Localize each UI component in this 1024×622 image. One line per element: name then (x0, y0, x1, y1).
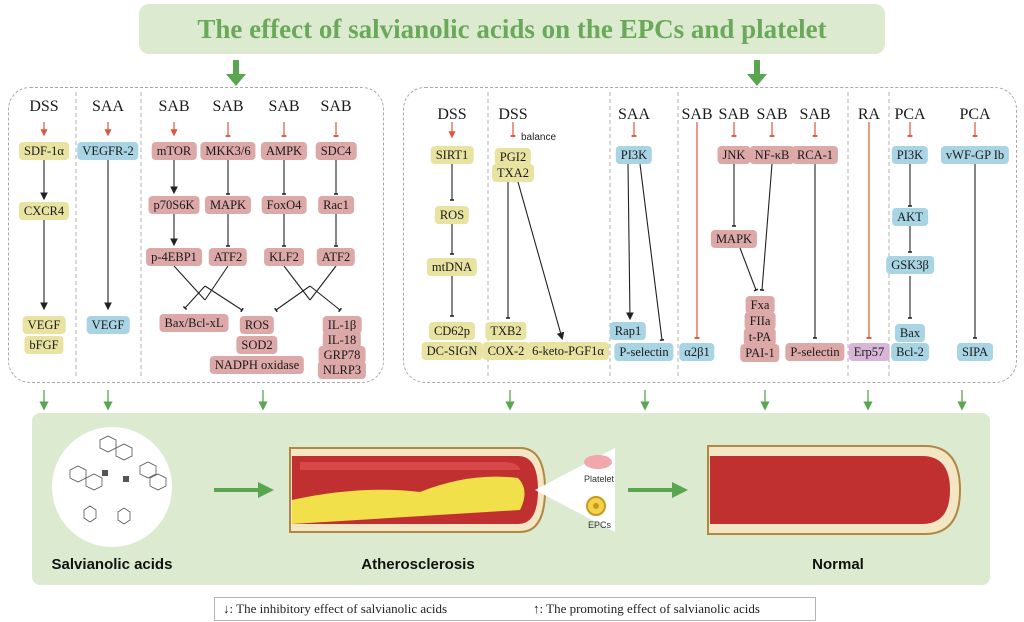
node-pselectin-1: P-selectin (614, 343, 674, 361)
plt-header-sab-4: SAB (799, 106, 831, 123)
node-bax-bclxl: Bax/Bcl-xL (159, 314, 229, 332)
node-foxo4: FoxO4 (261, 196, 307, 214)
normal-label: Normal (812, 556, 864, 573)
molecule-dot (123, 476, 129, 482)
platelet-shape (584, 455, 612, 469)
node-6-keto: 6-keto-PGF1α (527, 342, 609, 360)
plt-header-sab-3: SAB (756, 106, 788, 123)
legend-promoting: ↑: The promoting effect of salvianolic a… (533, 601, 760, 616)
node-cxcr4: CXCR4 (18, 202, 70, 220)
node-mtor: mTOR (151, 142, 197, 160)
plt-header-dss-2: DSS (498, 106, 528, 123)
epc-panel (8, 87, 384, 383)
node-il1b: IL-1β (322, 316, 362, 334)
epc-header-sab-3: SAB (268, 98, 300, 115)
node-bax: Bax (894, 324, 926, 342)
node-a2b1: α2β1 (679, 343, 715, 361)
node-cox2: COX-2 (482, 342, 530, 360)
node-nfkb: NF-κB (749, 146, 795, 164)
node-akt: AKT (892, 208, 928, 226)
node-rca1: RCA-1 (791, 146, 839, 164)
normal-vessel (707, 445, 962, 535)
balance-note: balance (521, 132, 557, 143)
node-pai1: PAI-1 (740, 344, 780, 362)
epc-header-sab-2: SAB (212, 98, 244, 115)
node-erp57: Erp57 (848, 343, 890, 361)
node-nadph: NADPH oxidase (209, 356, 305, 374)
platelet-label: Platelet (584, 474, 615, 484)
node-sirt1: SIRT1 (430, 146, 474, 164)
node-ros-1: ROS (239, 316, 275, 334)
plt-header-sab-1: SAB (681, 106, 713, 123)
node-mtdna: mtDNA (426, 258, 478, 276)
node-dcsign: DC-SIGN (421, 342, 483, 360)
plt-header-saa: SAA (617, 106, 650, 123)
node-il18: IL-18 (322, 331, 362, 349)
atherosclerosis-label: Atherosclerosis (361, 556, 475, 573)
node-nlrp3: NLRP3 (317, 361, 367, 379)
node-txa2: TXA2 (492, 164, 534, 182)
platelet-panel (403, 87, 1017, 383)
legend-inhibitory: ↓: The inhibitory effect of salvianolic … (223, 601, 448, 616)
legend: ↓: The inhibitory effect of salvianolic … (214, 597, 816, 621)
plt-header-pca-2: PCA (959, 106, 991, 123)
node-fiia: FIIa (744, 312, 776, 330)
node-p4ebp1: p-4EBP1 (146, 248, 202, 266)
molecule-dot (102, 470, 108, 476)
node-sipa: SIPA (957, 343, 993, 361)
node-vegfr2: VEGFR-2 (77, 142, 139, 160)
molecule-structures (69, 435, 167, 525)
epc-header-saa: SAA (91, 98, 124, 115)
node-pi3k-1: PI3K (615, 146, 653, 164)
node-sod2: SOD2 (236, 336, 278, 354)
node-atf2-1: ATF2 (208, 248, 248, 266)
node-ampk: AMPK (260, 142, 308, 160)
atherosclerosis-vessel (289, 447, 547, 533)
node-pi3k-2: PI3K (891, 146, 929, 164)
node-jnk: JNK (717, 146, 751, 164)
node-tpa: t-PA (743, 328, 777, 346)
node-rap1: Rap1 (609, 322, 647, 340)
node-vwf: vWF-GP Ib (940, 146, 1010, 164)
node-gsk3b: GSK3β (886, 256, 934, 274)
node-rac1: Rac1 (318, 196, 354, 214)
node-sdc4: SDC4 (315, 142, 357, 160)
node-sdf1a: SDF-1α (19, 142, 69, 160)
node-mapk-2: MAPK (710, 230, 758, 248)
epcs-label: EPCs (588, 520, 612, 530)
node-p70s6k: p70S6K (148, 196, 200, 214)
epc-core (593, 503, 599, 509)
salvianolic-acids-label: Salvianolic acids (51, 556, 173, 573)
epc-header-sab-1: SAB (158, 98, 190, 115)
node-pselectin-2: P-selectin (785, 343, 845, 361)
node-vegf-1: VEGF (22, 316, 66, 334)
node-bfgf: bFGF (24, 336, 64, 354)
diagram-title: The effect of salvianolic acids on the E… (139, 4, 885, 54)
node-ros-2: ROS (434, 206, 470, 224)
plt-header-pca-1: PCA (894, 106, 926, 123)
node-atf2-2: ATF2 (316, 248, 356, 266)
node-txb2: TXB2 (485, 322, 527, 340)
node-klf2: KLF2 (264, 248, 304, 266)
plt-header-dss-1: DSS (437, 106, 467, 123)
molecules-circle (52, 427, 172, 547)
node-fxa: Fxa (745, 296, 775, 314)
node-cd62p: CD62p (428, 322, 476, 340)
node-pgi2: PGI2 (494, 148, 532, 166)
plt-header-ra: RA (857, 106, 881, 123)
epc-header-sab-4: SAB (320, 98, 352, 115)
plt-header-sab-2: SAB (718, 106, 750, 123)
node-bcl2: Bcl-2 (891, 343, 929, 361)
node-mapk-1: MAPK (204, 196, 252, 214)
node-grp78: GRP78 (318, 346, 366, 364)
epc-header-dss: DSS (29, 98, 59, 115)
node-mkk36: MKK3/6 (200, 142, 256, 160)
node-vegf-2: VEGF (86, 316, 130, 334)
